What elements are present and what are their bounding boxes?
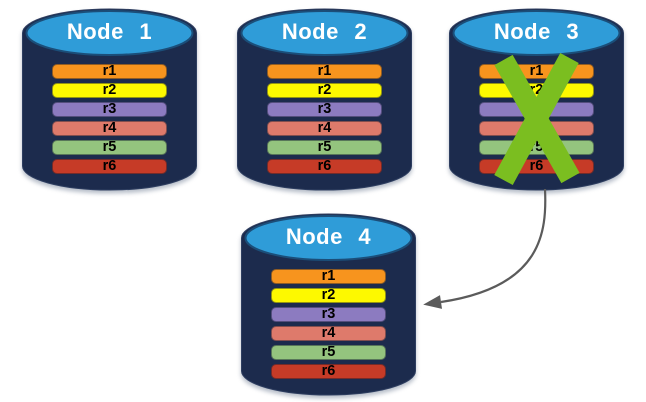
replica-bar-r1: r1 — [267, 64, 382, 79]
failover-arrow — [440, 188, 547, 304]
cylinder-top-ellipse — [244, 215, 413, 261]
replica-bar-r4: r4 — [479, 121, 594, 136]
node-label: Node 2 — [281, 19, 368, 44]
replica-bar-r4: r4 — [267, 121, 382, 136]
node-4: Node 4 r1 r2 r3 r4 r5 r6 — [240, 210, 417, 400]
replica-bar-r3: r3 — [267, 102, 382, 117]
node-label: Node 4 — [285, 224, 372, 249]
replica-bar-r2: r2 — [479, 83, 594, 98]
replica-bar-r1: r1 — [271, 269, 386, 284]
replica-bar-r3: r3 — [479, 102, 594, 117]
replica-bar-r6: r6 — [267, 159, 382, 174]
replica-bar-r6: r6 — [271, 364, 386, 379]
replica-bar-r3: r3 — [52, 102, 167, 117]
replica-bar-r2: r2 — [271, 288, 386, 303]
replica-bar-r6: r6 — [479, 159, 594, 174]
node-label: Node 3 — [493, 19, 580, 44]
node-2: Node 2 r1 r2 r3 r4 r5 r6 — [236, 5, 413, 195]
node-1: Node 1 r1 r2 r3 r4 r5 r6 — [21, 5, 198, 195]
replica-bar-r4: r4 — [271, 326, 386, 341]
replica-bar-r5: r5 — [267, 140, 382, 155]
replica-bar-r5: r5 — [52, 140, 167, 155]
replica-bar-r5: r5 — [479, 140, 594, 155]
replica-bar-r5: r5 — [271, 345, 386, 360]
cylinder-top-ellipse — [25, 10, 194, 56]
node-3: Node 3 r1 r2 r3 r4 r5 r6 — [448, 5, 625, 195]
replica-bar-r3: r3 — [271, 307, 386, 322]
replica-bar-r6: r6 — [52, 159, 167, 174]
node-label: Node 1 — [66, 19, 153, 44]
replica-bar-r1: r1 — [52, 64, 167, 79]
replica-bar-r2: r2 — [52, 83, 167, 98]
replica-bar-r1: r1 — [479, 64, 594, 79]
cylinder-top-ellipse — [240, 10, 409, 56]
failover-arrow-head — [423, 295, 442, 309]
replica-bar-r4: r4 — [52, 121, 167, 136]
replica-bar-r2: r2 — [267, 83, 382, 98]
